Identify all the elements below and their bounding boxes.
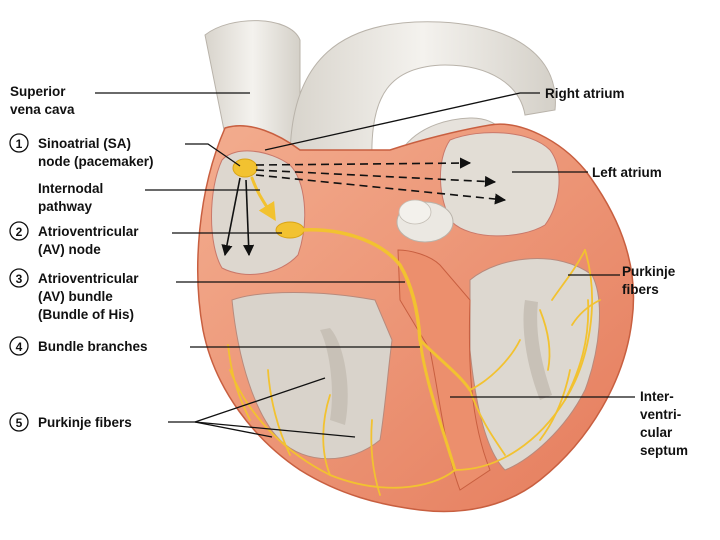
leader-purkinje-2 [194,377,326,423]
impulse-arrows [221,157,507,257]
arrow-down-2 [243,179,255,257]
step-4: 4 [16,340,23,354]
label-superior-vena-cava-1: Superior [10,84,66,99]
aorta [289,21,556,161]
av-node [275,221,305,239]
label-sa-node-1: Sinoatrial (SA) [38,136,131,151]
leader-sa-node [185,143,241,167]
left-bundle-branch [418,338,472,392]
step-1: 1 [16,137,23,151]
step-2: 2 [16,225,23,239]
right-ventricle-cavity [231,292,393,460]
arrow-to-left-atrium-1 [255,157,472,169]
av-bundle [300,228,422,342]
label-sa-node-2: node (pacemaker) [38,154,154,169]
arrow-to-left-atrium-2 [255,169,497,188]
right-bundle-branch [418,338,457,472]
internodal-pathway [250,176,276,222]
labels: Superior vena cava Sinoatrial (SA) node … [10,84,688,458]
label-bundle-branches: Bundle branches [38,339,148,354]
arrow-down-1 [221,177,241,257]
label-purkinje-fibers: Purkinje fibers [38,415,132,430]
step-markers: 1 2 3 4 5 [9,133,29,432]
step-3: 3 [16,272,23,286]
purkinje-network [227,249,601,496]
leader-lines [95,92,635,438]
label-left-atrium: Left atrium [592,165,662,180]
leader-purkinje-4 [194,421,356,438]
left-atrium-cavity [440,132,560,237]
label-internodal-2: pathway [38,199,93,214]
label-av-bundle-3: (Bundle of His) [38,307,134,322]
interventricular-septum [397,249,491,491]
label-purkinje-right-1: Purkinje [622,264,676,279]
heart-illustration [197,20,635,513]
label-av-bundle-1: Atrioventricular [38,271,139,286]
label-av-node-1: Atrioventricular [38,224,139,239]
label-septum-4: septum [640,443,688,458]
label-purkinje-right-2: fibers [622,282,659,297]
label-right-atrium: Right atrium [545,86,625,101]
conduction-system [227,158,601,496]
leader-right-atrium [264,92,540,151]
sa-node [232,158,258,178]
label-internodal-1: Internodal [38,181,103,196]
label-septum-1: Inter- [640,389,674,404]
label-superior-vena-cava-2: vena cava [10,102,75,117]
arrow-to-left-atrium-3 [255,174,507,205]
label-av-bundle-2: (AV) bundle [38,289,113,304]
label-av-node-2: (AV) node [38,242,101,257]
step-5: 5 [16,416,23,430]
label-septum-2: ventri- [640,407,681,422]
label-septum-3: cular [640,425,673,440]
leader-purkinje-3 [194,421,273,438]
